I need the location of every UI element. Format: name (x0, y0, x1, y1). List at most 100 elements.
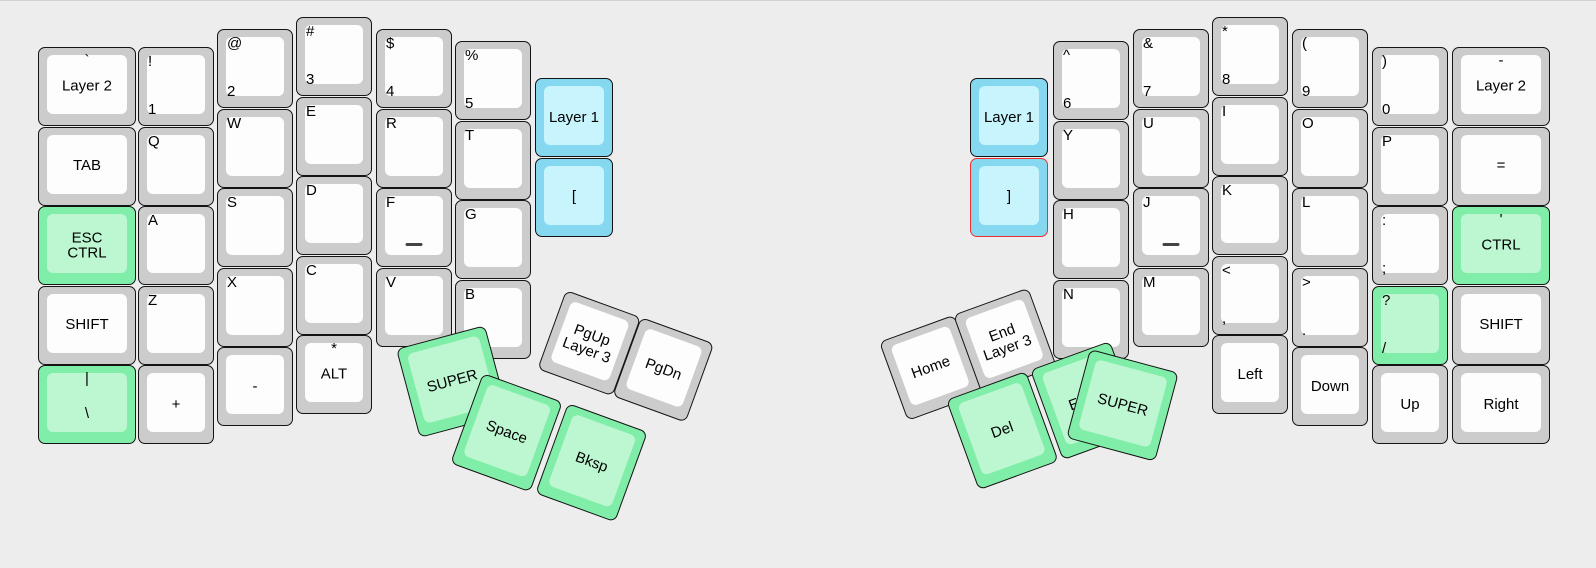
keycap-surface (1301, 355, 1359, 414)
key-[interactable]: !1 (138, 47, 214, 126)
key-[interactable]: (9 (1292, 29, 1368, 108)
keycap-surface (979, 86, 1039, 145)
keycap-surface (385, 116, 443, 176)
key-[interactable]: &7 (1133, 29, 1209, 108)
key-shift[interactable]: SHIFT (1452, 285, 1550, 365)
key-[interactable]: ^6 (1053, 41, 1129, 120)
key-q[interactable]: Q (138, 126, 214, 206)
key-[interactable]: >. (1292, 267, 1368, 347)
key-esc-ctrl[interactable]: ESC CTRL (38, 206, 136, 285)
key-[interactable]: #3 (296, 17, 372, 96)
keycap-surface (305, 104, 363, 164)
key-z[interactable]: Z (138, 285, 214, 365)
keycap-surface (1461, 55, 1541, 114)
key-[interactable]: ?/ (1372, 285, 1448, 365)
keycap-surface (979, 165, 1039, 225)
homing-bump-icon (1162, 243, 1180, 246)
key-[interactable]: %5 (455, 41, 531, 120)
key-a[interactable]: A (138, 206, 214, 285)
key-x[interactable]: X (217, 267, 293, 347)
key-s[interactable]: S (217, 188, 293, 267)
key-layer-2[interactable]: -Layer 2 (1452, 47, 1550, 126)
keycap-surface (226, 275, 284, 335)
keycap-surface (1461, 293, 1541, 353)
key-n[interactable]: N (1053, 279, 1129, 359)
key-h[interactable]: H (1053, 200, 1129, 279)
key-v[interactable]: V (376, 267, 452, 347)
keycap-surface (464, 128, 522, 188)
keycap-surface (147, 214, 205, 273)
keycap-surface (1301, 116, 1359, 176)
key-w[interactable]: W (217, 108, 293, 188)
key--[interactable]: - (217, 347, 293, 426)
key-g[interactable]: G (455, 200, 531, 279)
keycap-surface (1221, 25, 1279, 84)
keycap-surface (547, 413, 637, 508)
keycap-surface (226, 37, 284, 96)
key-up[interactable]: Up (1372, 365, 1448, 444)
key-[interactable]: |\ (38, 365, 136, 444)
key-d[interactable]: D (296, 176, 372, 255)
key-[interactable]: [ (535, 157, 613, 237)
keycap-surface (147, 134, 205, 194)
keycap-surface (1077, 359, 1169, 448)
keycap-surface (1301, 196, 1359, 255)
key-m[interactable]: M (1133, 267, 1209, 347)
key-[interactable]: <, (1212, 255, 1288, 335)
key-c[interactable]: C (296, 255, 372, 335)
key-down[interactable]: Down (1292, 347, 1368, 426)
keycap-surface (305, 184, 363, 243)
keycap-surface (464, 49, 522, 108)
keycap-surface (624, 327, 704, 409)
homing-bump-icon (405, 243, 423, 246)
key-p[interactable]: P (1372, 126, 1448, 206)
key-y[interactable]: Y (1053, 120, 1129, 200)
keycap-surface (1062, 287, 1120, 347)
keycap-surface (385, 196, 443, 255)
key-[interactable]: @2 (217, 29, 293, 108)
keycap-surface (462, 383, 552, 478)
key-k[interactable]: K (1212, 176, 1288, 255)
keycap-surface (1301, 37, 1359, 96)
key-t[interactable]: T (455, 120, 531, 200)
keycap-surface (385, 275, 443, 335)
key-o[interactable]: O (1292, 108, 1368, 188)
keycap-surface (47, 214, 127, 273)
key-f[interactable]: F (376, 188, 452, 267)
key-layer-2[interactable]: `Layer 2 (38, 47, 136, 126)
key-layer-1[interactable]: Layer 1 (970, 78, 1048, 157)
key-[interactable]: )0 (1372, 47, 1448, 126)
key-ctrl[interactable]: 'CTRL (1452, 206, 1550, 285)
key-right[interactable]: Right (1452, 365, 1550, 444)
key-u[interactable]: U (1133, 108, 1209, 188)
keycap-surface (305, 263, 363, 323)
key-alt[interactable]: *ALT (296, 335, 372, 414)
keycap-surface (544, 165, 604, 225)
keycap-surface (47, 373, 127, 432)
keycap-surface (1062, 49, 1120, 108)
key-layer-1[interactable]: Layer 1 (535, 78, 613, 157)
keycap-surface (549, 300, 630, 382)
key-r[interactable]: R (376, 108, 452, 188)
key-[interactable]: ] (970, 157, 1048, 237)
key-shift[interactable]: SHIFT (38, 285, 136, 365)
key-[interactable]: *8 (1212, 17, 1288, 96)
keycap-surface (1221, 104, 1279, 164)
key-[interactable]: = (1452, 126, 1550, 206)
keycap-surface (1461, 214, 1541, 273)
keycap-surface (957, 381, 1047, 476)
key-e[interactable]: E (296, 96, 372, 176)
keycap-surface (1381, 373, 1439, 432)
keycap-surface (47, 134, 127, 194)
key-[interactable]: :; (1372, 206, 1448, 285)
keycap-surface (305, 25, 363, 84)
key-l[interactable]: L (1292, 188, 1368, 267)
key-i[interactable]: I (1212, 96, 1288, 176)
key-[interactable]: $4 (376, 29, 452, 108)
keycap-surface (47, 293, 127, 353)
key-[interactable]: + (138, 365, 214, 444)
key-j[interactable]: J (1133, 188, 1209, 267)
key-left[interactable]: Left (1212, 335, 1288, 414)
key-tab[interactable]: TAB (38, 126, 136, 206)
